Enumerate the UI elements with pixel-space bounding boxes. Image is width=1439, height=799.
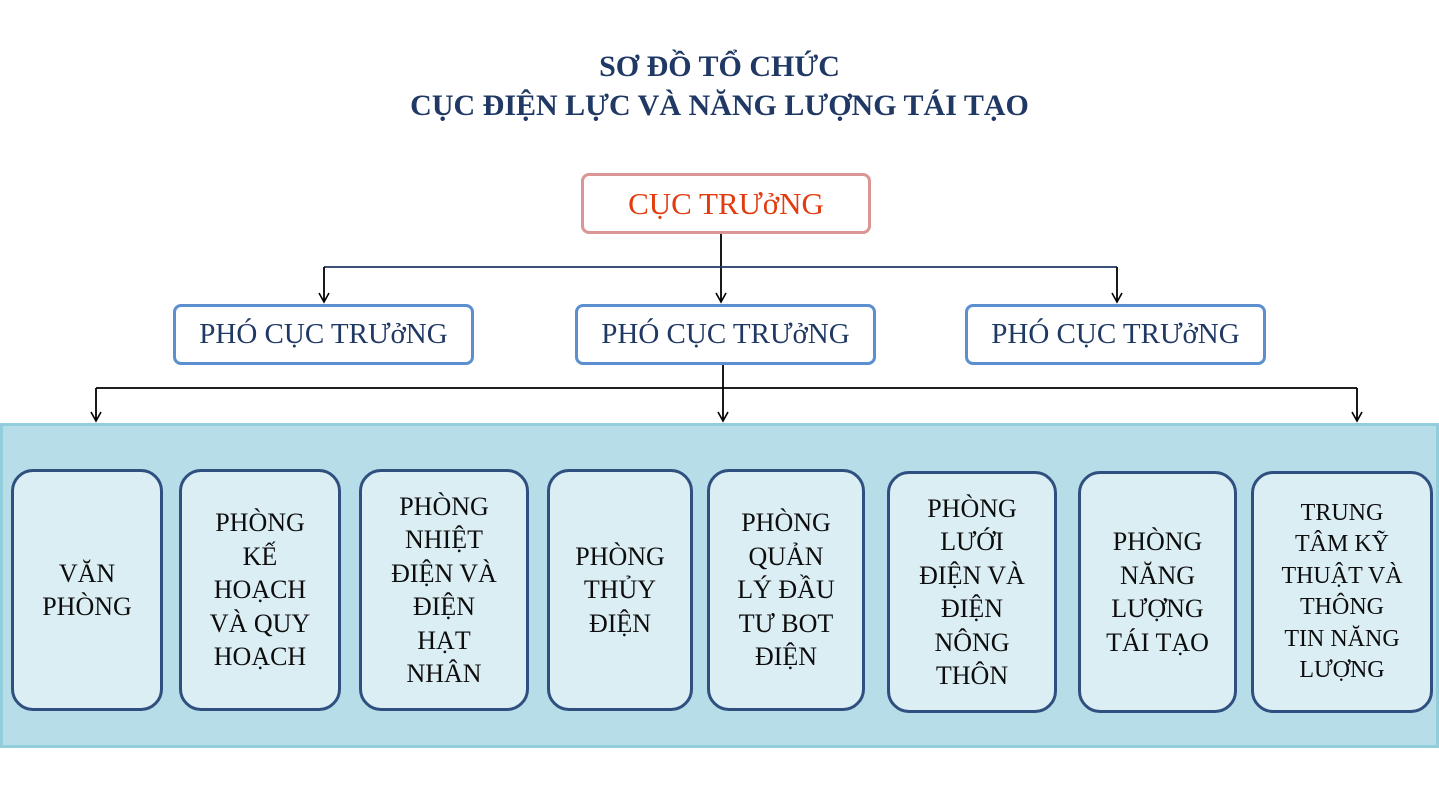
dept-line: QUẢN bbox=[748, 541, 824, 571]
dept-line: PHÒNG bbox=[927, 493, 1017, 523]
dept-line: PHÒNG bbox=[575, 541, 665, 571]
dept-line: ĐIỆN VÀ bbox=[391, 558, 497, 588]
chief-label: CỤC TRƯởNG bbox=[628, 185, 824, 221]
dept-luoi-dien-nong-thon: PHÒNG LƯỚI ĐIỆN VÀ ĐIỆN NÔNG THÔN bbox=[887, 471, 1057, 713]
dept-line: ĐIỆN bbox=[940, 594, 1004, 623]
dept-line: VÀ QUY bbox=[209, 608, 311, 638]
dept-line: TÂM KỸ bbox=[1295, 531, 1389, 557]
deputy-label: PHÓ CỤC TRƯởNG bbox=[601, 318, 850, 350]
dept-line: THUẬT VÀ bbox=[1281, 562, 1403, 589]
dept-line: LÝ ĐẦU bbox=[737, 575, 835, 605]
dept-line: PHÒNG bbox=[399, 491, 489, 521]
deputy-label: PHÓ CỤC TRƯởNG bbox=[991, 318, 1240, 350]
dept-line: ĐIỆN VÀ bbox=[919, 560, 1025, 590]
dept-ke-hoach-quy-hoach: PHÒNG KẾ HOẠCH VÀ QUY HOẠCH bbox=[179, 469, 341, 711]
dept-nhiet-dien-hat-nhan: PHÒNG NHIỆT ĐIỆN VÀ ĐIỆN HẠT NHÂN bbox=[359, 469, 529, 711]
dept-line: LƯỚI bbox=[940, 527, 1004, 556]
deputy-box-3: PHÓ CỤC TRƯởNG bbox=[965, 304, 1266, 365]
dept-line: THỦY bbox=[583, 575, 657, 605]
dept-line: HOẠCH bbox=[213, 575, 307, 605]
chart-title-line-1: SƠ ĐỒ TỔ CHỨC bbox=[599, 50, 840, 83]
dept-line: THÔN bbox=[935, 661, 1009, 690]
dept-line: NHIỆT bbox=[405, 525, 483, 554]
dept-line: NÔNG bbox=[934, 627, 1010, 657]
dept-trung-tam-ky-thuat: TRUNG TÂM KỸ THUẬT VÀ THÔNG TIN NĂNG LƯỢ… bbox=[1251, 471, 1433, 713]
dept-line: PHÒNG bbox=[42, 592, 132, 621]
dept-line: HẠT bbox=[417, 625, 471, 655]
dept-line: PHÒNG bbox=[1112, 527, 1203, 556]
dept-line: NHÂN bbox=[406, 659, 482, 688]
dept-quan-ly-dau-tu-bot: PHÒNG QUẢN LÝ ĐẦU TƯ BOT ĐIỆN bbox=[707, 469, 865, 711]
chief-box: CỤC TRƯởNG bbox=[581, 173, 871, 234]
dept-line: LƯỢNG bbox=[1111, 594, 1204, 623]
dept-line: ĐIỆN bbox=[754, 642, 818, 672]
dept-line: ĐIỆN bbox=[588, 608, 652, 638]
dept-nang-luong-tai-tao: PHÒNG NĂNG LƯỢNG TÁI TẠO bbox=[1078, 471, 1237, 713]
dept-thuy-dien: PHÒNG THỦY ĐIỆN bbox=[547, 469, 693, 711]
dept-van-phong: VĂN PHÒNG bbox=[11, 469, 163, 711]
deputy-box-1: PHÓ CỤC TRƯởNG bbox=[173, 304, 474, 365]
dept-line: THÔNG bbox=[1300, 594, 1384, 620]
chart-title-line-2: CỤC ĐIỆN LỰC VÀ NĂNG LƯỢNG TÁI TẠO bbox=[410, 89, 1029, 122]
deputy-label: PHÓ CỤC TRƯởNG bbox=[199, 318, 448, 350]
dept-line: TƯ BOT bbox=[738, 608, 834, 638]
dept-line: TRUNG bbox=[1300, 499, 1384, 526]
dept-line: PHÒNG bbox=[215, 508, 305, 538]
dept-line: TIN NĂNG bbox=[1284, 625, 1400, 652]
dept-line: KẾ bbox=[242, 541, 278, 571]
dept-line: LƯỢNG bbox=[1299, 657, 1385, 683]
dept-line: PHÒNG bbox=[741, 508, 831, 538]
dept-line: VĂN bbox=[58, 558, 116, 588]
dept-line: NĂNG bbox=[1119, 560, 1196, 590]
dept-line: HOẠCH bbox=[213, 642, 307, 672]
dept-line: ĐIỆN bbox=[412, 592, 476, 621]
dept-line: TÁI TẠO bbox=[1106, 627, 1209, 657]
deputy-box-2: PHÓ CỤC TRƯởNG bbox=[575, 304, 876, 365]
